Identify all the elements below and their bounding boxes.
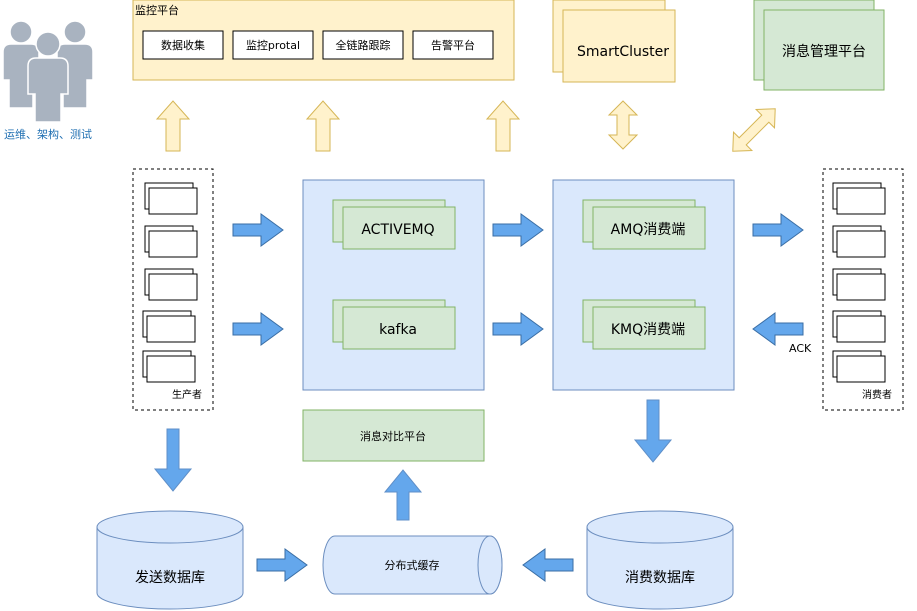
arrow-kafka-kmq — [492, 312, 544, 346]
monitor-item-label: 监控protal — [246, 38, 300, 52]
arrow-producer-activemq — [232, 213, 284, 247]
arrow-consumedb-cache — [522, 548, 574, 582]
ack-label: ACK — [789, 342, 812, 355]
arrow-up-monitor-2 — [306, 100, 340, 152]
amq-consumer-label: AMQ消费端 — [611, 222, 686, 238]
monitor-item-label: 全链路跟踪 — [336, 38, 391, 52]
kmq-consumer-box — [582, 299, 706, 350]
arrow-bidirectional-smartcluster — [607, 100, 639, 150]
monitor-item-alert — [412, 30, 494, 60]
monitor-item-label: 数据收集 — [161, 38, 205, 52]
cache-cylinder — [322, 535, 503, 595]
consume-db-cylinder — [586, 510, 734, 610]
activemq-box — [332, 199, 456, 250]
consumer-group — [822, 168, 904, 411]
arrow-activemq-amq — [492, 213, 544, 247]
producer-group — [132, 168, 214, 411]
msg-mgmt-label: 消息管理平台 — [782, 43, 866, 60]
arrow-producer-kafka — [232, 312, 284, 346]
kmq-consumer-label: KMQ消费端 — [611, 322, 685, 338]
kafka-box — [332, 299, 456, 350]
msg-mgmt-box — [753, 0, 885, 91]
monitor-item-tracing — [322, 30, 404, 60]
arrow-up-monitor-3 — [486, 100, 520, 152]
monitor-item-data-collect — [142, 30, 224, 60]
activemq-label: ACTIVEMQ — [361, 222, 434, 238]
consumer-instances — [832, 182, 886, 383]
monitor-item-portal — [232, 30, 314, 60]
smartcluster-box — [552, 0, 676, 83]
consumer-label: 消费者 — [862, 388, 892, 401]
people-icon — [2, 20, 94, 123]
cache-label: 分布式缓存 — [385, 558, 440, 572]
kafka-label: kafka — [379, 322, 417, 338]
arrow-ack — [752, 312, 804, 346]
arrow-up-monitor-1 — [156, 100, 190, 152]
people-label: 运维、架构、测试 — [4, 127, 92, 141]
arrow-cache-compare — [383, 469, 423, 521]
monitor-item-label: 告警平台 — [431, 38, 475, 52]
compare-platform — [302, 409, 485, 462]
arrow-consumer-consumedb — [634, 399, 672, 463]
producer-label: 生产者 — [172, 388, 202, 401]
monitor-title: 监控平台 — [135, 3, 179, 17]
send-db-cylinder — [96, 510, 244, 610]
send-db-label: 发送数据库 — [135, 570, 205, 586]
arrow-producer-senddb — [154, 428, 192, 492]
arrow-bidirectional-msg-mgmt — [732, 108, 776, 152]
arrow-senddb-cache — [256, 548, 308, 582]
amq-consumer-box — [582, 199, 706, 250]
producer-instances — [142, 182, 198, 383]
consume-db-label: 消费数据库 — [625, 570, 695, 586]
arrow-amq-consumer — [752, 213, 804, 247]
compare-label: 消息对比平台 — [360, 429, 426, 443]
smartcluster-label: SmartCluster — [577, 44, 669, 60]
